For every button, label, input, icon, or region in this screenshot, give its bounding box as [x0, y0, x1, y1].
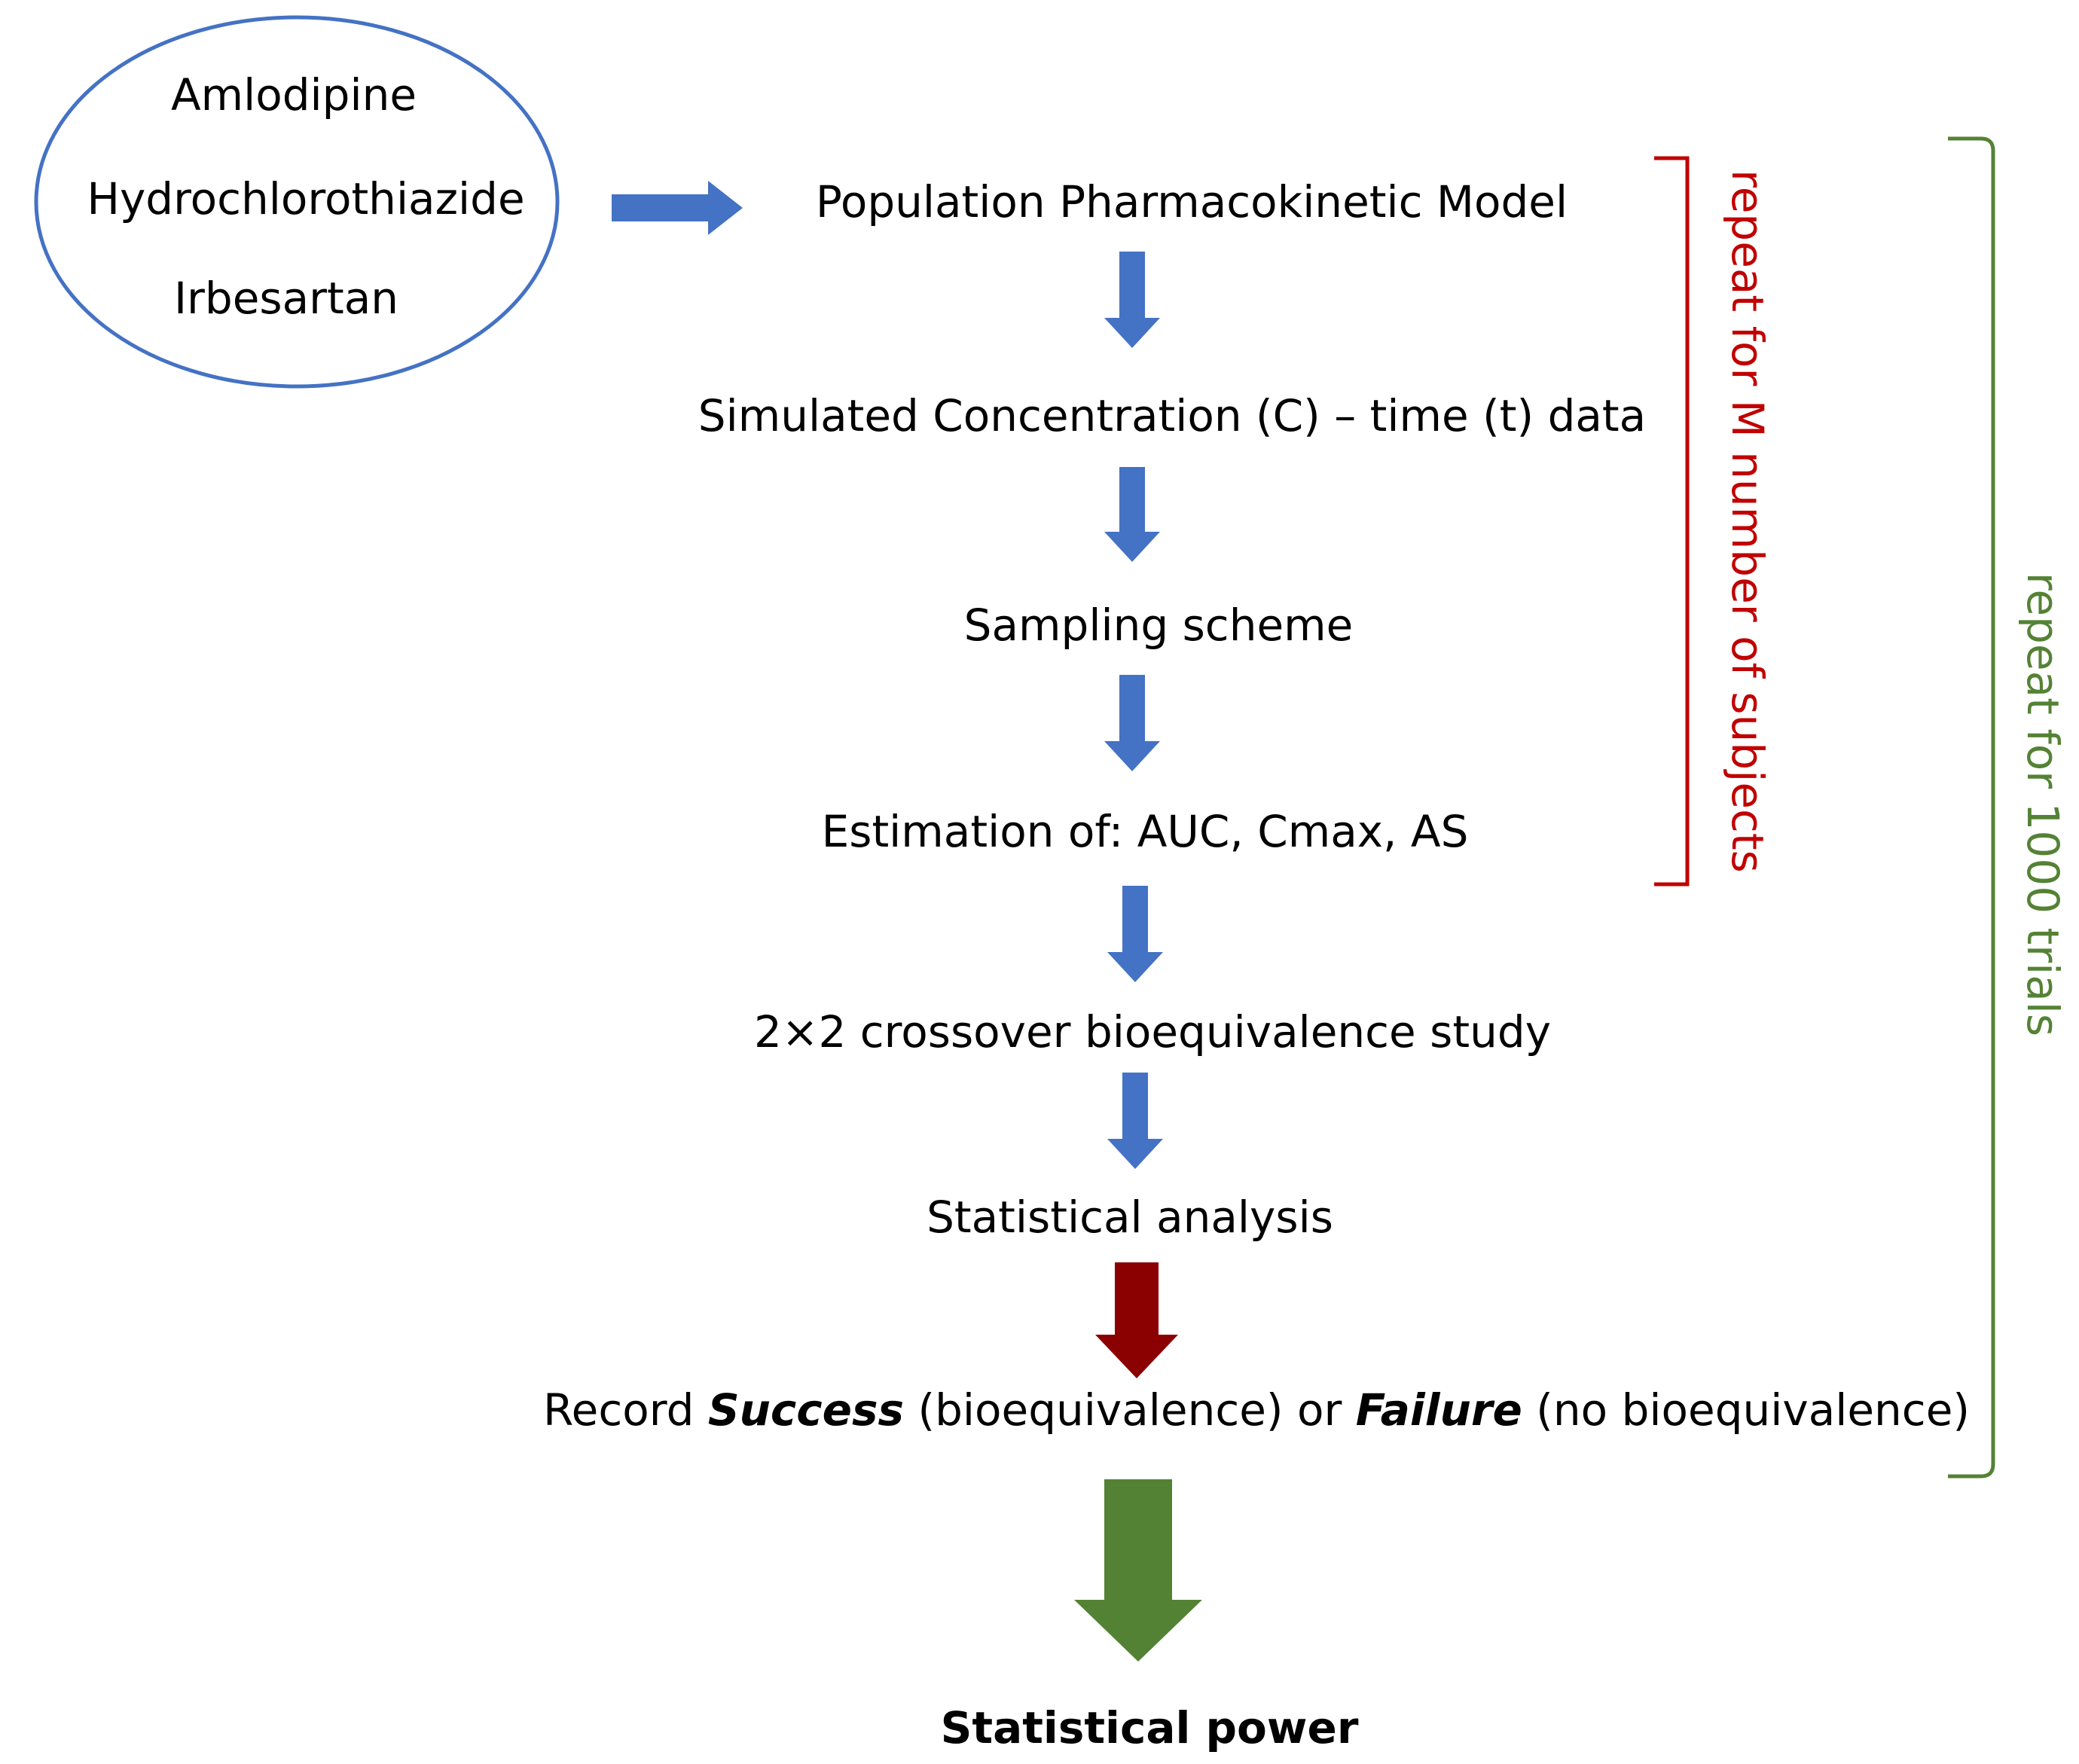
loop-label-subjects: repeat for M number of subjects [1722, 169, 1773, 873]
step-estimation: Estimation of: AUC, Cmax, AS [821, 806, 1469, 857]
arrow-record-to-power [1074, 1479, 1202, 1662]
step-simulated-data: Simulated Concentration (C) – time (t) d… [698, 390, 1647, 441]
arrow-simulated-to-sampling [1104, 467, 1160, 562]
step-statistical-analysis: Statistical analysis [927, 1192, 1333, 1243]
drug-label-irbesartan: Irbesartan [173, 273, 399, 324]
step-sampling-scheme: Sampling scheme [963, 600, 1354, 651]
record-failure: Failure [1355, 1384, 1522, 1436]
record-middle: (bioequivalence) or [904, 1384, 1356, 1436]
arrow-analysis-to-record [1095, 1262, 1178, 1378]
arrow-ellipse-to-model [612, 181, 743, 235]
loop-label-trials: repeat for 1000 trials [2017, 572, 2068, 1037]
bracket-trials [1948, 136, 1995, 1479]
step-record-outcome: Record Success (bioequivalence) or Failu… [543, 1383, 1970, 1437]
step-pop-pk-model: Population Pharmacokinetic Model [815, 176, 1568, 227]
record-success: Success [707, 1384, 905, 1436]
drug-label-hydrochlorothiazide: Hydrochlorothiazide [87, 173, 525, 224]
drug-label-amlodipine: Amlodipine [170, 69, 417, 121]
arrow-sampling-to-estimation [1104, 675, 1160, 771]
arrow-crossover-to-analysis [1107, 1073, 1163, 1169]
arrow-model-to-simulated [1104, 252, 1160, 348]
arrow-estimation-to-crossover [1107, 886, 1163, 982]
step-crossover-study: 2×2 crossover bioequivalence study [753, 1006, 1552, 1057]
bracket-subjects [1654, 156, 1690, 887]
record-suffix: (no bioequivalence) [1522, 1384, 1971, 1436]
drug-ellipse [34, 15, 560, 389]
result-statistical-power: Statistical power [940, 1702, 1359, 1753]
record-prefix: Record [542, 1384, 708, 1436]
